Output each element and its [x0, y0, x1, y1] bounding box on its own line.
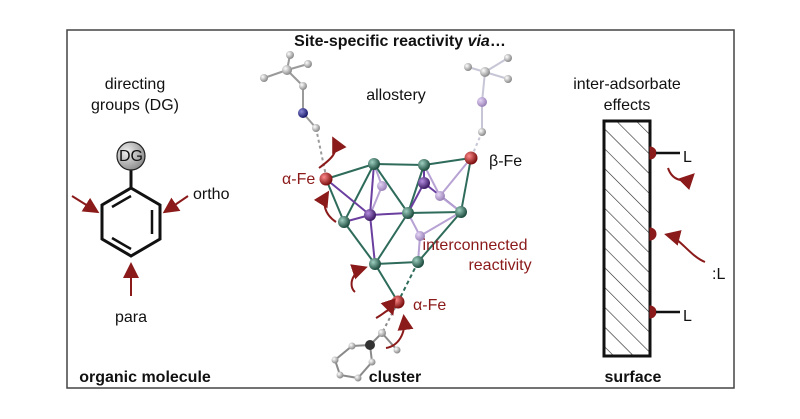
atom-teal-2	[418, 159, 430, 171]
alpha-fe-top-arrow-2	[313, 190, 337, 223]
ligand-top-right	[464, 54, 512, 159]
organic-molecule-panel: directing groups (DG) DG ortho para orga…	[71, 76, 230, 386]
alpha-fe-bottom-arrow-1	[375, 298, 396, 319]
cluster-arrows	[313, 136, 414, 349]
cluster-bonds	[325, 157, 472, 303]
atom-teal-5	[412, 256, 424, 268]
alpha-fe-bottom-label: α-Fe	[413, 297, 446, 314]
ortho-left-arrow	[71, 195, 100, 214]
surface-arrow-top	[667, 167, 695, 191]
site-bottom	[649, 305, 657, 319]
atom-teal-4	[369, 258, 381, 270]
ligand-top-label: L	[683, 149, 692, 166]
surface-caption: surface	[605, 369, 662, 386]
surface-panel: inter-adsorbate effects L L :L surface	[573, 76, 725, 386]
site-top	[649, 146, 657, 160]
surface-slab	[602, 119, 652, 358]
ligand-bottom	[331, 301, 401, 382]
atom-purple-1	[364, 209, 376, 221]
para-label: para	[115, 309, 147, 326]
figure-title: Site-specific reactivity via…	[294, 33, 506, 50]
atom-teal-1	[368, 158, 380, 170]
alpha-fe-top-label: α-Fe	[282, 171, 315, 188]
organic-molecule-caption: organic molecule	[79, 369, 211, 386]
atom-light-2	[435, 191, 445, 201]
dg-sphere	[116, 141, 146, 171]
benzene-ring	[100, 186, 162, 258]
atom-purple-2	[418, 177, 430, 189]
directing-groups-label-line2: groups (DG)	[91, 97, 179, 114]
inter-adsorbate-label-line2: effects	[604, 97, 651, 114]
atom-fe-top-right	[464, 151, 478, 165]
benzene-double-bond-3	[111, 236, 132, 251]
atom-teal-6	[455, 206, 467, 218]
cluster-atoms	[319, 151, 478, 309]
interconnected-arrow	[350, 264, 368, 293]
inter-adsorbate-label-line1: inter-adsorbate	[573, 76, 681, 93]
atom-light-1	[377, 181, 387, 191]
alpha-fe-top-arrow-1	[318, 136, 347, 169]
allostery-label: allostery	[366, 87, 426, 104]
atom-teal-7	[402, 207, 414, 219]
cluster-panel: allostery	[260, 51, 532, 386]
directing-groups-label-line1: directing	[105, 76, 165, 93]
ligand-bottom-label: L	[683, 308, 692, 325]
atom-fe-top-left	[319, 172, 333, 186]
benzene-double-bond-2	[111, 194, 132, 209]
dg-badge-text: DG	[119, 148, 143, 165]
site-middle	[649, 227, 657, 241]
interconnected-label-line2: reactivity	[468, 257, 531, 274]
outer-frame	[66, 29, 735, 389]
atom-teal-3	[338, 216, 350, 228]
free-ligand-label: :L	[712, 266, 725, 283]
atom-fe-bottom	[391, 295, 405, 309]
ligand-top-left	[260, 51, 327, 177]
atom-light-3	[415, 231, 425, 241]
ortho-label: ortho	[193, 186, 230, 203]
alpha-fe-bottom-arrow-2	[385, 314, 414, 349]
cluster-caption: cluster	[369, 369, 421, 386]
beta-fe-label: β-Fe	[489, 153, 522, 170]
surface-arrow-free	[664, 230, 706, 263]
interconnected-label-line1: interconnected	[423, 237, 528, 254]
ortho-right-arrow	[162, 195, 189, 214]
